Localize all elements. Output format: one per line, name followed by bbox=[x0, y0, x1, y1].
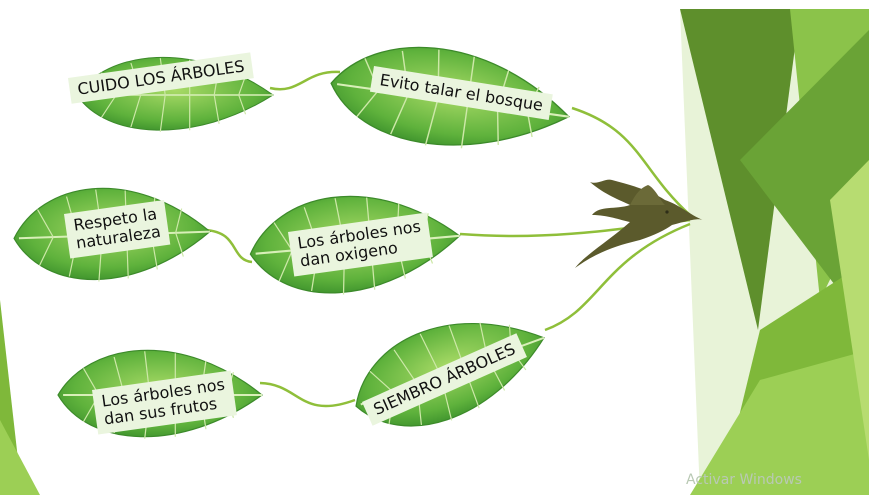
decor-triangles-right bbox=[680, 9, 869, 495]
bird-silhouette-icon bbox=[575, 179, 703, 268]
window-top-edge bbox=[0, 0, 869, 9]
activation-watermark: Activar Windows bbox=[686, 472, 802, 488]
decor-triangle-left bbox=[0, 300, 40, 495]
stems bbox=[204, 70, 691, 408]
